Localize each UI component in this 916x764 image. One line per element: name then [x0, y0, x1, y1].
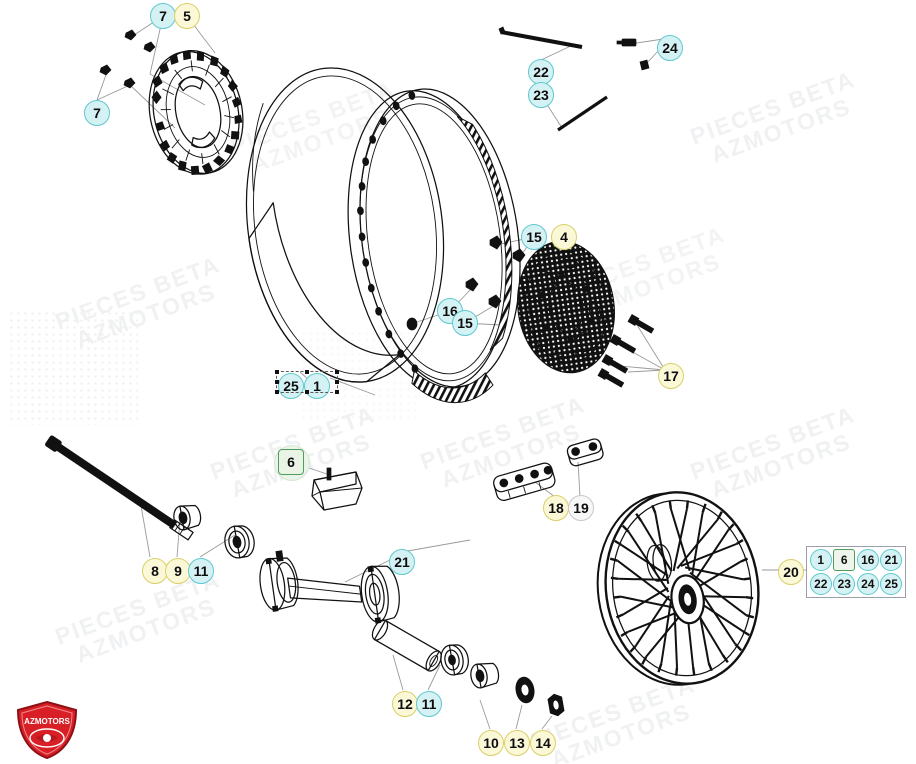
callout-14[interactable]: 14 [530, 730, 556, 756]
callout-22[interactable]: 22 [528, 59, 554, 85]
callout-13[interactable]: 13 [504, 730, 530, 756]
callout-15[interactable]: 15 [521, 224, 547, 250]
callout-9[interactable]: 9 [165, 558, 191, 584]
callout-5[interactable]: 5 [174, 3, 200, 29]
callout-7[interactable]: 7 [84, 100, 110, 126]
legend-callout-21[interactable]: 21 [880, 549, 903, 572]
callout-12[interactable]: 12 [392, 691, 418, 717]
callout-10[interactable]: 10 [478, 730, 504, 756]
legend-callout-24[interactable]: 24 [856, 572, 879, 595]
callout-25[interactable]: 25 [278, 373, 304, 399]
callout-7[interactable]: 7 [150, 3, 176, 29]
legend-callout-23[interactable]: 23 [833, 572, 856, 595]
callout-20[interactable]: 20 [778, 559, 804, 585]
callout-24[interactable]: 24 [657, 35, 683, 61]
callout-19[interactable]: 19 [568, 495, 594, 521]
selection-marquee-rim-group[interactable] [275, 370, 339, 394]
legend-callout-25[interactable]: 25 [880, 572, 903, 595]
legend-callout-1[interactable]: 1 [809, 549, 832, 572]
callout-1[interactable]: 1 [304, 373, 330, 399]
callout-23[interactable]: 23 [528, 82, 554, 108]
callout-4[interactable]: 4 [551, 224, 577, 250]
callout-11[interactable]: 11 [188, 558, 214, 584]
legend-callout-6[interactable]: 6 [833, 549, 856, 572]
callout-11[interactable]: 11 [416, 691, 442, 717]
callout-17[interactable]: 17 [658, 363, 684, 389]
callout-6[interactable]: 6 [278, 449, 304, 475]
callout-15[interactable]: 15 [452, 310, 478, 336]
legend-callout-16[interactable]: 16 [856, 549, 879, 572]
callout-18[interactable]: 18 [543, 495, 569, 521]
callout-21[interactable]: 21 [389, 549, 415, 575]
legend-callout-22[interactable]: 22 [809, 572, 832, 595]
